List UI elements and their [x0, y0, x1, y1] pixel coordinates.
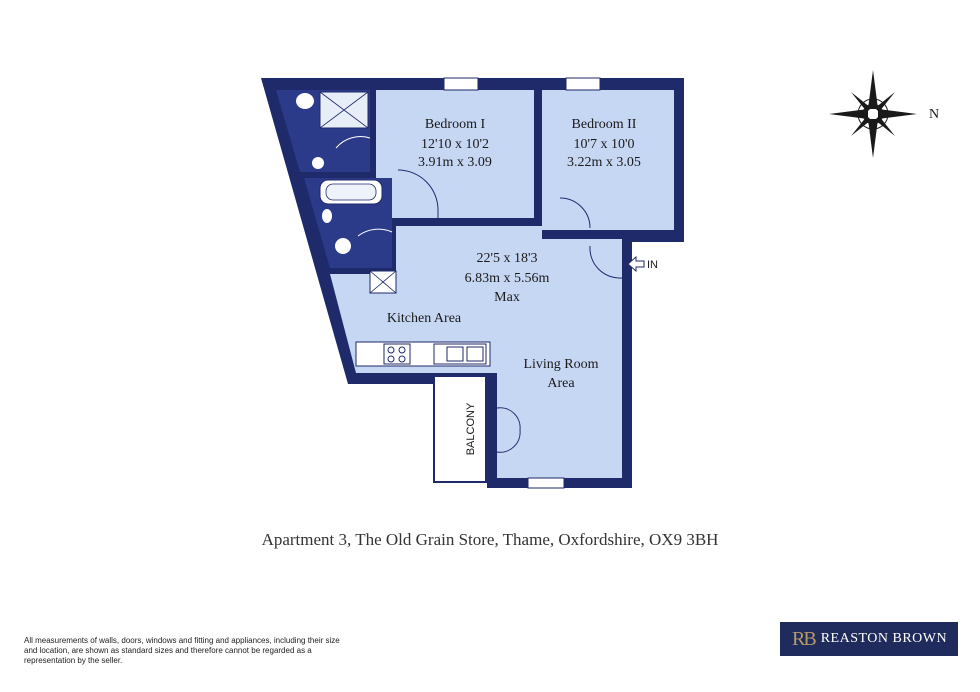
logo-mark: RB [792, 627, 817, 650]
toilet-icon [335, 238, 351, 254]
basin-icon [312, 157, 324, 169]
window [443, 77, 479, 91]
balcony-label: BALCONY [465, 402, 477, 455]
bedroom-2-name: Bedroom II [572, 117, 637, 132]
window [565, 77, 601, 91]
balcony-door-swing [496, 407, 521, 453]
bedroom-1-name: Bedroom I [425, 117, 486, 132]
bedroom-1-imperial: 12'10 x 10'2 [421, 137, 489, 152]
window [527, 477, 565, 489]
bedroom-1-floor [376, 90, 534, 218]
bedroom-2-imperial: 10'7 x 10'0 [573, 137, 634, 152]
bedroom-2-metric: 3.22m x 3.05 [567, 155, 641, 170]
door-swing [357, 228, 393, 237]
property-address: Apartment 3, The Old Grain Store, Thame,… [261, 530, 719, 549]
compass-north-label: N [929, 107, 939, 122]
living-room-line1: Living Room [523, 357, 598, 372]
living-metric: 6.83m x 5.56m [465, 271, 550, 286]
bedroom-1-metric: 3.91m x 3.09 [418, 155, 492, 170]
compass-rose-icon [829, 70, 917, 158]
living-max-note: Max [494, 290, 520, 305]
door-swing [397, 169, 439, 218]
bedroom-2-floor [542, 90, 674, 230]
entrance-label: IN [647, 259, 658, 271]
living-room-line2: Area [547, 376, 575, 391]
toilet-icon [296, 93, 314, 109]
door-swing [559, 197, 591, 229]
hob-icon [383, 343, 411, 365]
disclaimer-text: All measurements of walls, doors, window… [24, 636, 340, 665]
kitchen-name: Kitchen Area [387, 311, 462, 326]
balcony-area [433, 375, 487, 483]
logo-text: REASTON BROWN [820, 631, 948, 646]
living-imperial: 22'5 x 18'3 [476, 251, 537, 266]
door-swing [335, 136, 371, 149]
basin-icon [322, 209, 332, 223]
door-swing [589, 245, 623, 279]
entrance-arrow-icon [627, 255, 645, 273]
company-logo: RB REASTON BROWN [780, 622, 958, 656]
